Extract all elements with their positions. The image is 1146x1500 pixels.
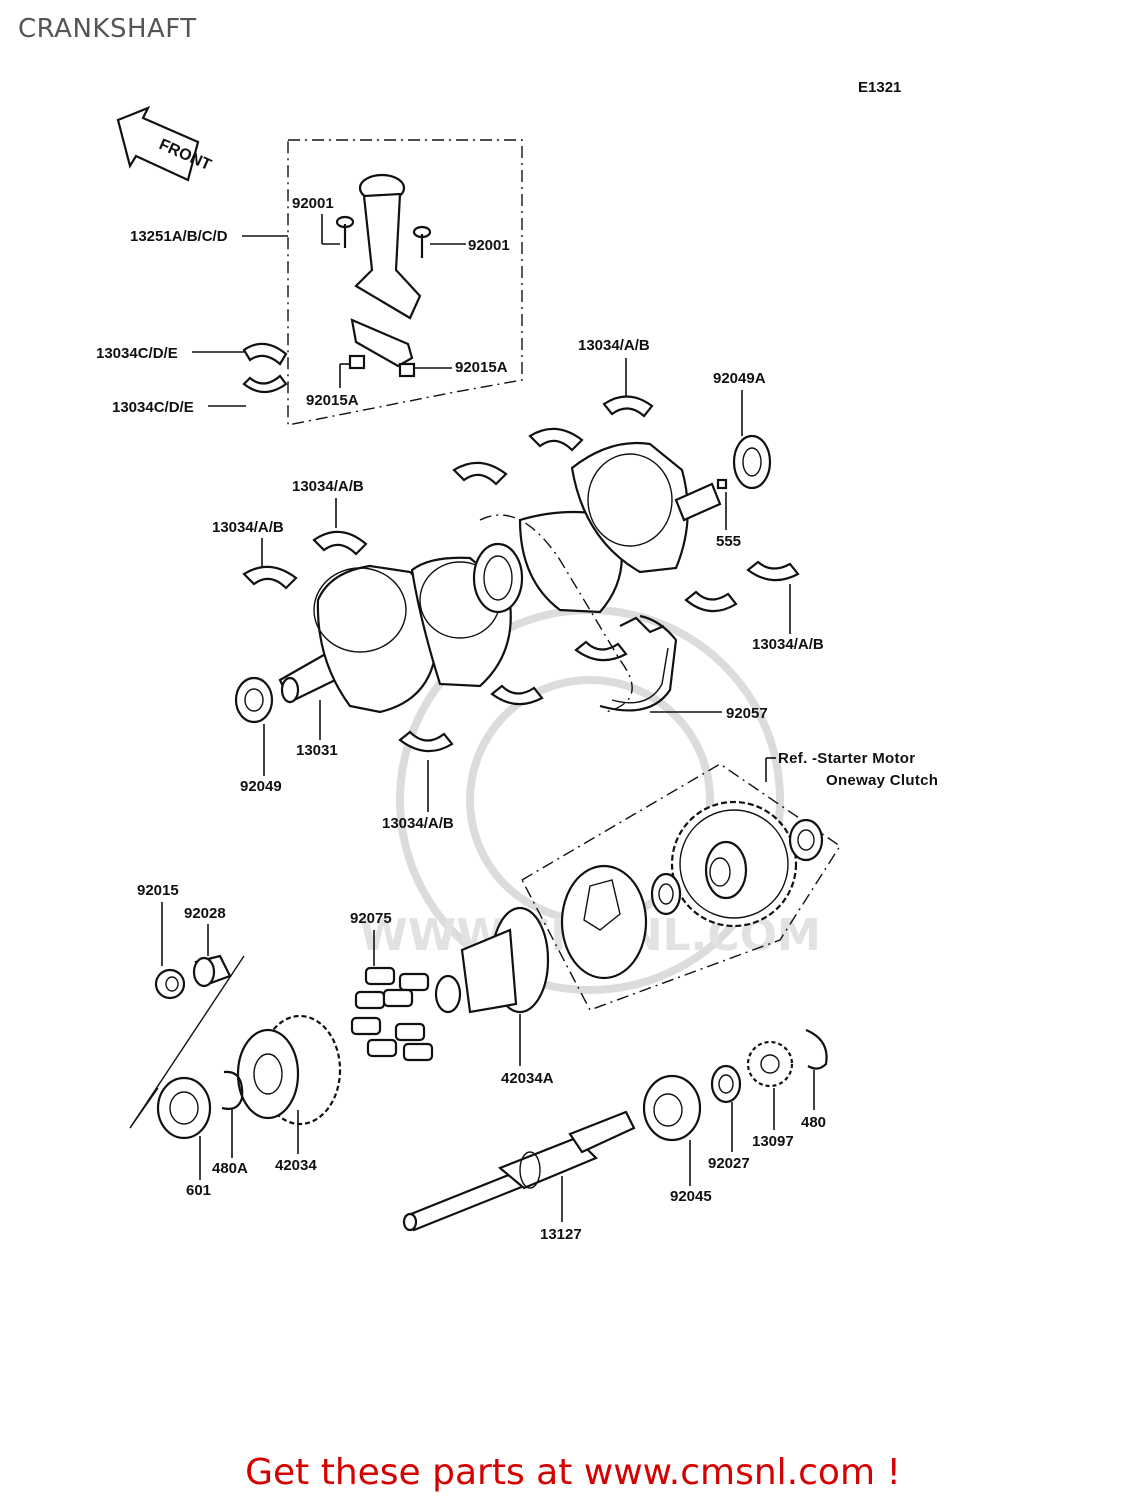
label-collar-92027: 92027 — [708, 1155, 750, 1172]
woodruff-key — [716, 478, 728, 490]
starter-gear — [236, 1014, 342, 1126]
label-bolt-left: 92001 — [292, 195, 334, 212]
main-bearing-left — [242, 565, 298, 590]
label-starter-gear: 42034 — [275, 1157, 317, 1174]
conrod-assembly-box — [287, 139, 523, 426]
assembly-line — [129, 955, 245, 1129]
label-woodruff-key: 555 — [716, 533, 741, 550]
bearing-92045 — [642, 1074, 702, 1142]
footer-promo-link[interactable]: Get these parts at www.cmsnl.com ! — [245, 1452, 901, 1493]
label-conrod-bearing-lower: 13034C/D/E — [112, 399, 194, 416]
main-bearing-bottom — [398, 730, 454, 753]
label-nut-right: 92015A — [455, 359, 508, 376]
main-bearing-top-1 — [602, 395, 654, 418]
starter-clutch-outer — [434, 906, 550, 1014]
conrod-bearing-lower — [242, 374, 288, 394]
label-clutch-rollers: 92075 — [350, 910, 392, 927]
label-main-bearing-left-upper: 13034/A/B — [292, 478, 364, 495]
connecting-rod — [350, 173, 422, 368]
label-output-shaft: 13127 — [540, 1226, 582, 1243]
collar-92027 — [710, 1064, 742, 1104]
label-conrod-bearing-upper: 13034C/D/E — [96, 345, 178, 362]
collar-92028 — [192, 954, 232, 988]
oil-seal-right — [732, 434, 772, 490]
reference-note-line1: Ref. -Starter Motor — [778, 750, 915, 767]
front-arrow-icon: FRONT — [116, 105, 214, 182]
circlip-480A — [221, 1070, 244, 1110]
clutch-rollers — [350, 966, 434, 1062]
conrod-bolt-right — [412, 225, 432, 258]
label-starter-clutch-outer: 42034A — [501, 1070, 554, 1087]
label-main-bearing-top: 13034/A/B — [578, 337, 650, 354]
reference-note-line2: Oneway Clutch — [826, 772, 938, 789]
label-bearing-92045: 92045 — [670, 1188, 712, 1205]
conrod-bolt-left — [335, 215, 355, 248]
starter-washer — [650, 872, 682, 916]
label-circlip-480A: 480A — [212, 1160, 248, 1177]
cam-chain — [479, 514, 678, 713]
main-bearing-center-low — [574, 640, 628, 662]
label-bolt-right: 92001 — [468, 237, 510, 254]
main-bearing-top-3 — [452, 461, 508, 486]
label-crankshaft: 13031 — [296, 742, 338, 759]
page-title: CRANKSHAFT — [18, 14, 197, 44]
conrod-bearing-upper — [242, 342, 288, 366]
oneway-clutch-ring — [788, 818, 824, 862]
label-circlip-480: 480 — [801, 1114, 826, 1131]
cam-sprocket — [472, 542, 524, 614]
bearing-601 — [156, 1076, 212, 1140]
label-main-bearing-bottom: 13034/A/B — [382, 815, 454, 832]
label-oil-seal-left: 92049 — [240, 778, 282, 795]
nut-92015 — [154, 968, 186, 1000]
gear-13097 — [746, 1040, 794, 1088]
starter-driven-gear — [670, 800, 798, 928]
label-nut-left: 92015A — [306, 392, 359, 409]
label-gear-13097: 13097 — [752, 1133, 794, 1150]
label-conrod-assy: 13251A/B/C/D — [130, 228, 228, 245]
main-bearing-low — [490, 684, 544, 706]
label-bearing-601: 601 — [186, 1182, 211, 1199]
crankshaft-parts-diagram: WWW.CMSNL.COM E1321 FRONT 13251A/B/C/D 9… — [96, 79, 938, 1243]
main-bearing-right-2 — [684, 590, 738, 613]
main-bearing-left-upper — [312, 530, 368, 556]
main-bearing-top-2 — [528, 427, 584, 452]
starter-clutch-box — [521, 763, 841, 1011]
output-shaft — [402, 1110, 636, 1232]
crankshaft — [278, 441, 728, 714]
circlip-480 — [805, 1028, 828, 1070]
conrod-nut-left — [348, 354, 366, 370]
oil-seal-left — [234, 676, 274, 724]
main-bearing-right-1 — [746, 560, 800, 582]
label-nut-92015: 92015 — [137, 882, 179, 899]
conrod-nut-right — [398, 362, 416, 378]
label-main-bearing-left: 13034/A/B — [212, 519, 284, 536]
label-cam-chain: 92057 — [726, 705, 768, 722]
oneway-clutch — [560, 864, 648, 980]
label-oil-seal-right: 92049A — [713, 370, 766, 387]
diagram-code: E1321 — [858, 79, 901, 96]
label-main-bearing-right: 13034/A/B — [752, 636, 824, 653]
label-collar-92028: 92028 — [184, 905, 226, 922]
